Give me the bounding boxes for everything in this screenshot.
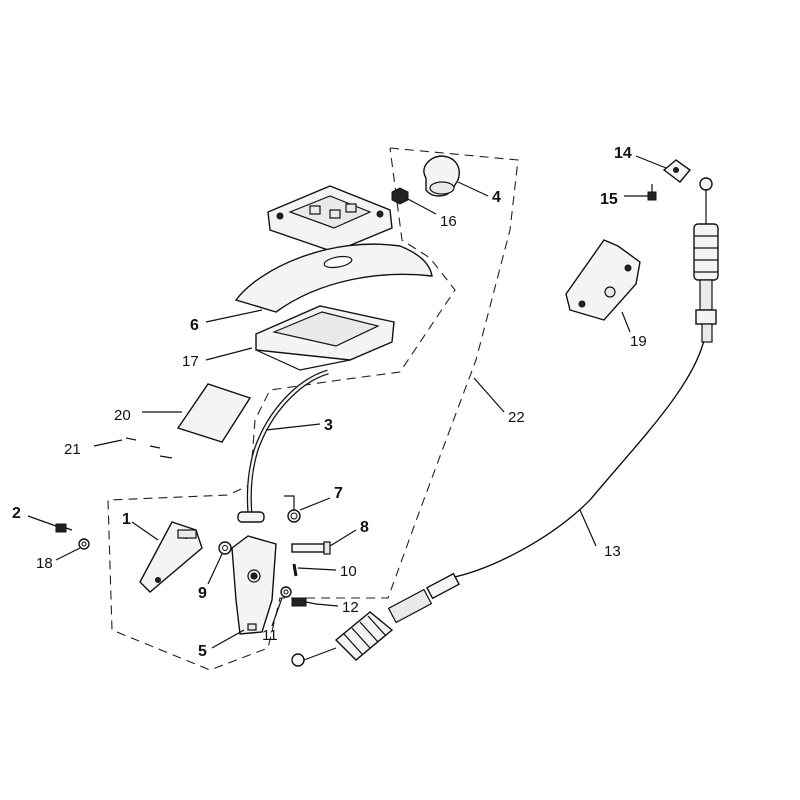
shift-gate-plate	[267, 185, 393, 253]
mounting-bracket	[139, 521, 203, 593]
callout-2: 2	[12, 505, 21, 522]
leader-lines	[27, 155, 667, 649]
callout-22: 22	[508, 409, 525, 426]
callout-4: 4	[492, 189, 501, 206]
callout-8: 8	[360, 519, 369, 536]
callout-14: 14	[614, 145, 632, 162]
shift-cable	[291, 177, 719, 667]
callout-9: 9	[198, 585, 207, 602]
washer-9	[218, 541, 232, 555]
return-spring	[284, 495, 301, 523]
shift-knob	[423, 155, 460, 197]
callout-15: 15	[600, 191, 618, 208]
bezel-frame	[255, 305, 395, 371]
bolt-12	[291, 597, 317, 607]
callout-3: 3	[324, 417, 333, 434]
callout-16: 16	[440, 213, 457, 230]
pivot-pin	[291, 541, 331, 555]
washer	[78, 538, 90, 550]
callout-1: 1	[122, 511, 131, 528]
callout-6: 6	[190, 317, 199, 334]
assembly-group-outline	[107, 147, 519, 671]
callout-12: 12	[342, 599, 359, 616]
small-screws	[125, 437, 173, 459]
roll-pin	[292, 563, 298, 577]
callout-18: 18	[36, 555, 53, 572]
bolt	[55, 523, 73, 533]
callout-21: 21	[64, 441, 81, 458]
cable-bracket	[565, 239, 641, 321]
callout-13: 13	[604, 543, 621, 560]
cable-clip	[662, 159, 692, 183]
washer-11	[280, 586, 292, 598]
nut	[391, 187, 409, 205]
callout-labels: 1 2 3 4 5 6 7 8 9 10 11 12 13 14 15 16 1…	[12, 145, 647, 660]
gasket-plate	[176, 383, 252, 443]
callout-17: 17	[182, 353, 199, 370]
callout-7: 7	[334, 485, 343, 502]
lower-lever-plate	[231, 535, 277, 635]
shift-boot-seal	[234, 243, 433, 313]
callout-19: 19	[630, 333, 647, 350]
callout-11: 11	[262, 627, 278, 644]
callout-10: 10	[340, 563, 357, 580]
small-bolt	[647, 184, 657, 201]
callout-20: 20	[114, 407, 131, 424]
shift-lever	[237, 369, 329, 523]
callout-5: 5	[198, 643, 207, 660]
